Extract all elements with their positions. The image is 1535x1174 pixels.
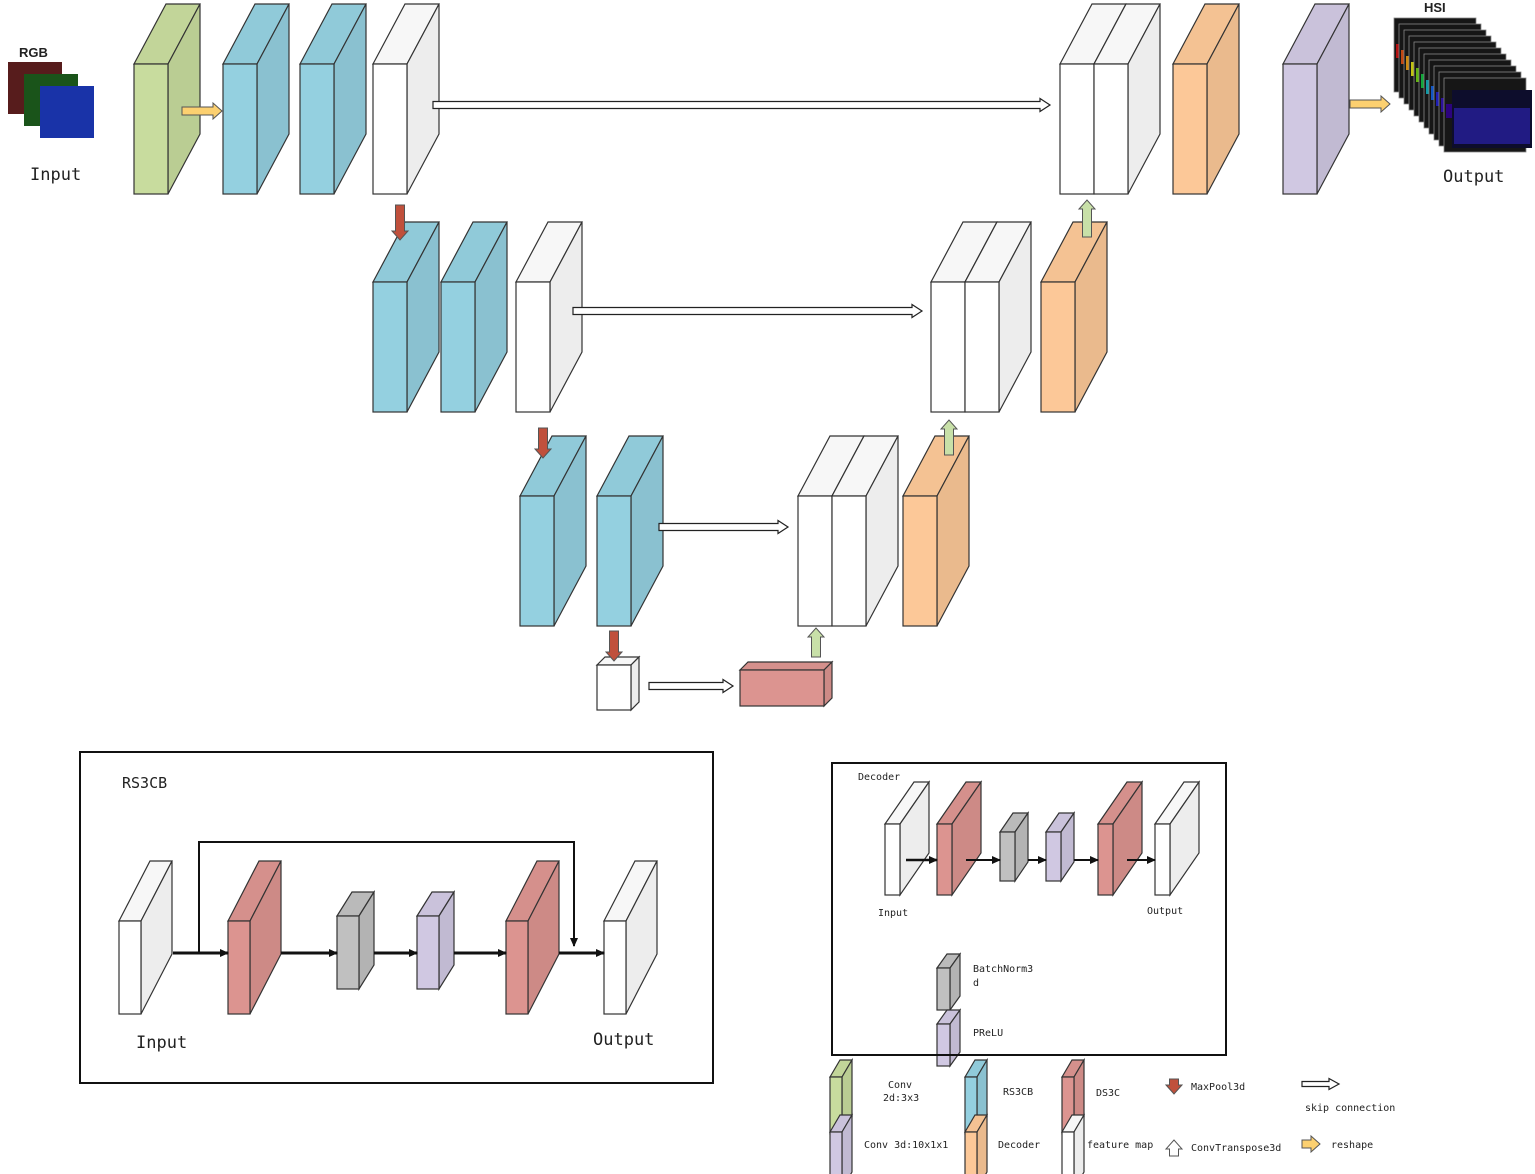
- legend-maxpool-label: MaxPool3d: [1191, 1082, 1245, 1093]
- decoder-box-ds3c-2: [1096, 780, 1144, 897]
- rs3cb-box-ds3c-1: [227, 860, 282, 1015]
- decoder-box-output-map: [1153, 780, 1201, 897]
- decoder-box-input-label: Input: [878, 908, 908, 919]
- legend-conv3d-swatch: [828, 1112, 854, 1174]
- rs3cb-detail-box: [79, 751, 714, 1084]
- maxpool-arrow-l1: [390, 204, 410, 241]
- rgb-input-image: [8, 62, 94, 138]
- legend-maxpool-arrow: [1164, 1078, 1184, 1095]
- legend-conv2d-label-kernel: 2d:3x3: [883, 1093, 919, 1104]
- decoder-block-l1: [1172, 3, 1240, 195]
- decoder-detail-box: [831, 762, 1227, 1056]
- input-label: Input: [30, 165, 81, 185]
- feature-map-concat-l3-b: [831, 435, 899, 627]
- rs3cb-box-input-label: Input: [136, 1033, 187, 1053]
- legend-convtranspose-label: ConvTranspose3d: [1191, 1143, 1281, 1154]
- decoder-box-input-map: [883, 780, 931, 897]
- legend-ds3c-label: DS3C: [1096, 1088, 1120, 1099]
- rs3cb-box-output-label: Output: [593, 1030, 654, 1050]
- rs3cb-box-prelu: [415, 889, 456, 992]
- decoder-box-prelu-label: PReLU: [973, 1028, 1003, 1039]
- decoder-box-output-label: Output: [1147, 906, 1183, 917]
- reshape-arrow-output: [1349, 94, 1391, 114]
- rs3cb-block-l1-a: [222, 3, 290, 195]
- decoder-box-batchnorm-key: [935, 952, 962, 1012]
- feature-map-concat-l2-b: [964, 221, 1032, 413]
- conv3d-block: [1282, 3, 1350, 195]
- decoder-block-l3: [902, 435, 970, 627]
- legend-decoder-label: Decoder: [998, 1140, 1040, 1151]
- legend-rs3cb-label: RS3CB: [1003, 1087, 1033, 1098]
- rs3cb-box-output-map: [603, 860, 658, 1015]
- rgb-label: RGB: [19, 45, 48, 60]
- feature-map-concat-l1-b: [1093, 3, 1161, 195]
- skip-connection-bottleneck: [648, 678, 735, 694]
- rs3cb-block-l2-a: [372, 221, 440, 413]
- hsi-output-image: [1393, 17, 1532, 153]
- convtranspose-arrow-l2: [939, 419, 959, 456]
- maxpool-arrow-l3: [604, 630, 624, 662]
- output-label: Output: [1443, 167, 1504, 187]
- decoder-box-ds3c-1: [935, 780, 983, 897]
- feature-map-bottleneck: [595, 655, 641, 712]
- feature-map-l1: [372, 3, 440, 195]
- conv2d-block: [133, 3, 201, 195]
- legend-reshape-label: reshape: [1331, 1140, 1373, 1151]
- skip-connection-l1: [432, 97, 1052, 113]
- legend-decoder-swatch: [963, 1112, 989, 1174]
- ds3c-block-bottleneck: [738, 660, 834, 708]
- decoder-block-l2: [1040, 221, 1108, 413]
- rs3cb-box-title: RS3CB: [122, 774, 167, 792]
- rs3cb-box-input-map: [118, 860, 173, 1015]
- decoder-box-prelu: [1044, 811, 1076, 883]
- convtranspose-arrow-l1: [1077, 199, 1097, 238]
- decoder-box-batchnorm-label: BatchNorm3: [973, 964, 1033, 975]
- convtranspose-arrow-bottleneck: [806, 627, 826, 658]
- decoder-box-batchnorm-label-wrap: d: [973, 978, 979, 989]
- legend-skip-connection-label: skip connection: [1305, 1103, 1395, 1114]
- legend-feature-map-label: feature map: [1087, 1140, 1153, 1151]
- legend-skip-connection-arrow: [1301, 1077, 1341, 1091]
- rs3cb-block-l3-b: [596, 435, 664, 627]
- legend-conv3d-label: Conv 3d:10x1x1: [864, 1140, 948, 1151]
- legend-convtranspose-arrow: [1164, 1139, 1184, 1157]
- decoder-box-batchnorm: [998, 811, 1030, 883]
- rs3cb-box-batchnorm: [335, 889, 376, 992]
- hsi-label: HSI: [1424, 0, 1446, 15]
- legend-reshape-arrow: [1301, 1134, 1321, 1154]
- feature-map-l2: [515, 221, 583, 413]
- rs3cb-residual-connection: [198, 841, 578, 953]
- legend-feature-map-swatch: [1060, 1112, 1086, 1174]
- rs3cb-box-ds3c-2: [505, 860, 560, 1015]
- rs3cb-block-l2-b: [440, 221, 508, 413]
- legend-conv2d-label: Conv: [888, 1080, 912, 1091]
- maxpool-arrow-l2: [533, 427, 553, 459]
- decoder-box-prelu-key: [935, 1008, 962, 1068]
- skip-connection-l2: [572, 303, 924, 319]
- rs3cb-block-l1-b: [299, 3, 367, 195]
- decoder-box-title: Decoder: [858, 772, 900, 783]
- skip-connection-l3: [658, 519, 790, 535]
- rs3cb-block-l3-a: [519, 435, 587, 627]
- reshape-arrow-input: [181, 101, 223, 121]
